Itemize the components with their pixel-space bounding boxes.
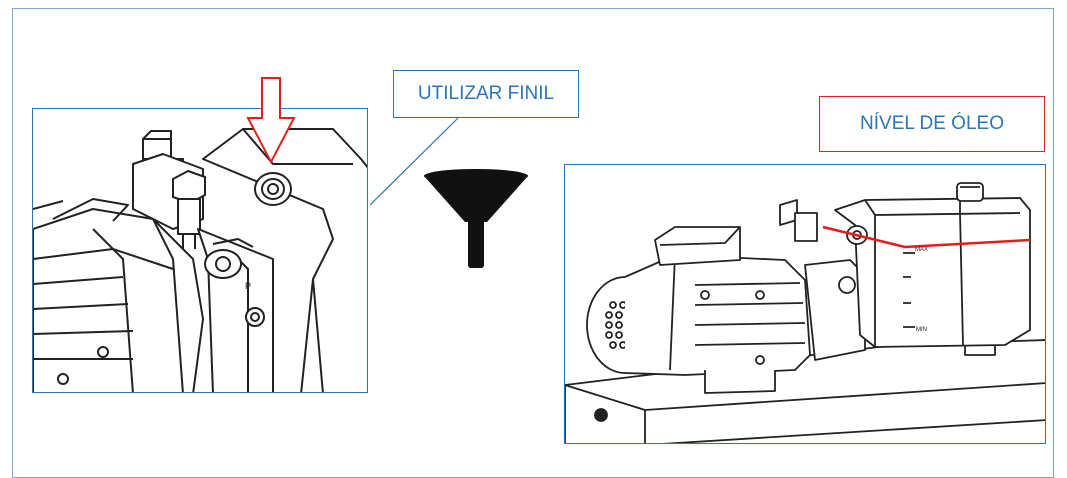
pump-closeup-drawing: P bbox=[33, 128, 367, 392]
oil-level-callout: NÍVEL DE ÓLEO bbox=[819, 96, 1045, 152]
use-funnel-callout: UTILIZAR FINIL bbox=[393, 70, 579, 118]
oil-level-label: NÍVEL DE ÓLEO bbox=[860, 113, 1004, 134]
use-funnel-label: UTILIZAR FINIL bbox=[417, 83, 555, 104]
pump-unit-drawing: MAX MIN bbox=[565, 182, 1045, 443]
oil-level-line bbox=[822, 225, 1031, 249]
pump-unit-overview: MAX MIN bbox=[564, 164, 1046, 444]
gauge-max-label: MAX bbox=[915, 247, 928, 253]
oil-fill-cap-closeup: P bbox=[32, 108, 368, 393]
port-letter: P bbox=[245, 281, 251, 291]
gauge-min-label: MIN bbox=[916, 327, 927, 333]
